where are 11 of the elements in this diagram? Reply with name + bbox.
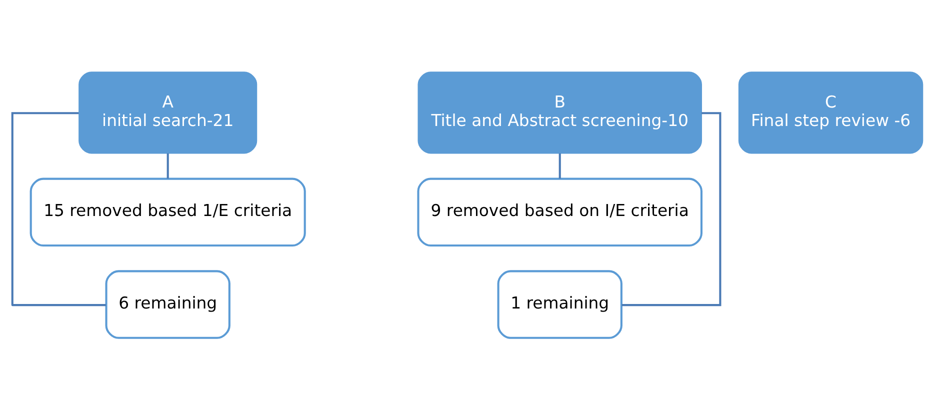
connector: [622, 112, 722, 306]
connector: [11, 112, 106, 306]
node-box: B Title and Abstract screening-10: [418, 71, 702, 154]
node-box: A initial search-21: [78, 71, 258, 154]
node-box: 1 remaining: [497, 270, 622, 338]
connector: [558, 152, 561, 178]
node-box: 15 removed based 1/E criteria: [30, 177, 306, 246]
node-box: C Final step review -6: [738, 71, 924, 154]
node-box: 9 removed based on I/E criteria: [417, 177, 702, 246]
node-box: 6 remaining: [105, 270, 230, 338]
connector: [166, 152, 169, 178]
